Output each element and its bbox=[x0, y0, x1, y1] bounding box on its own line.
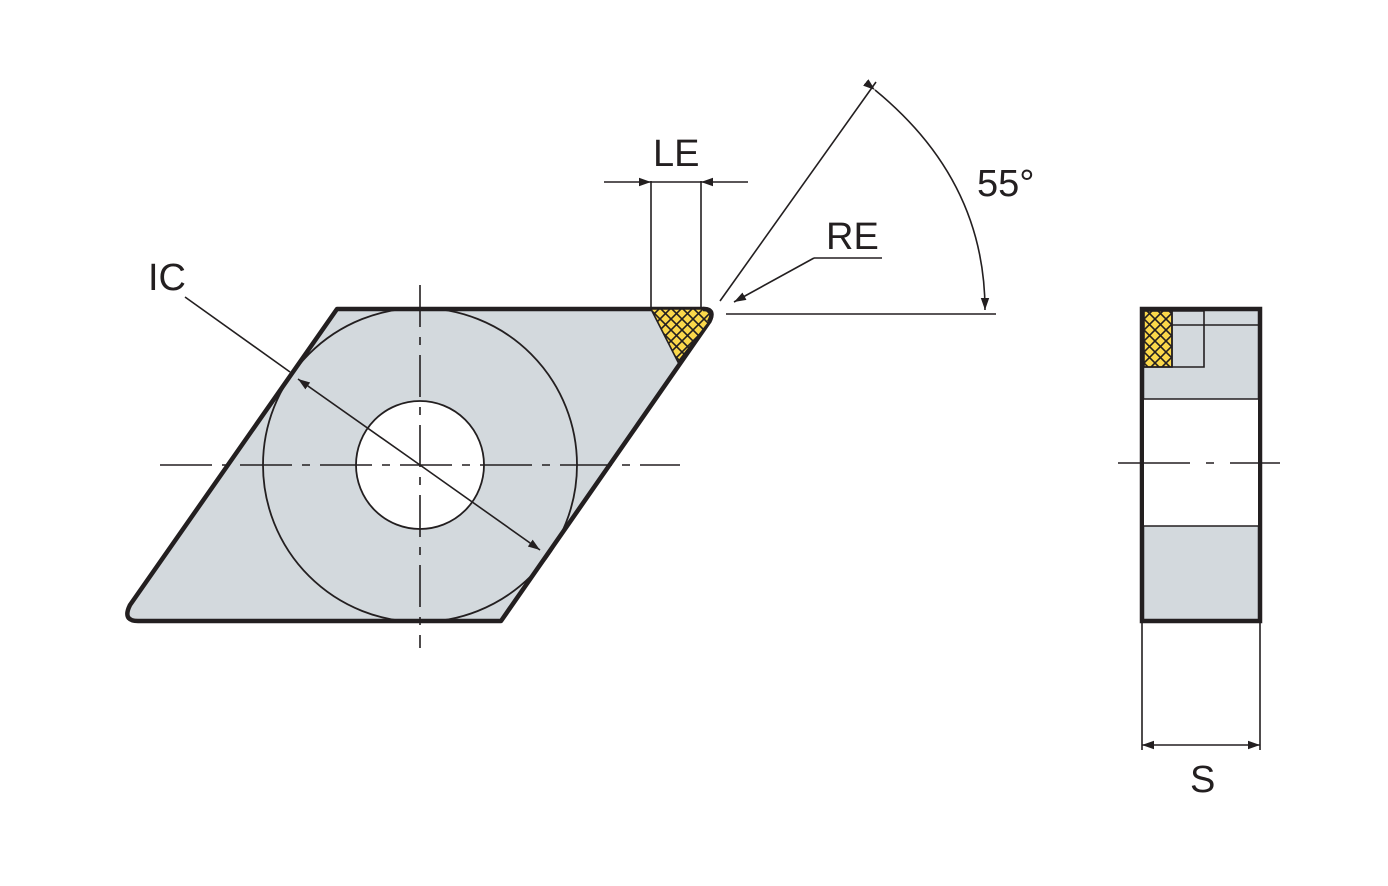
angle-edge-line bbox=[719, 81, 877, 302]
s-label: S bbox=[1190, 759, 1215, 801]
angle-arc bbox=[863, 79, 990, 311]
ic-dimension-arrow-end bbox=[419, 464, 541, 551]
ic-dimension-arrow bbox=[297, 378, 421, 466]
angle-label: 55° bbox=[977, 163, 1034, 205]
insert-side-view: S bbox=[1118, 306, 1280, 801]
ic-label: IC bbox=[148, 257, 186, 299]
re-leader-arrow bbox=[733, 257, 815, 303]
side-tip-hatch bbox=[1143, 310, 1173, 368]
insert-top-view: IC LE RE 55° bbox=[125, 79, 1034, 648]
side-tip-outline bbox=[1144, 310, 1205, 368]
le-label: LE bbox=[653, 133, 699, 175]
re-label: RE bbox=[826, 216, 879, 258]
ic-leader-line bbox=[184, 296, 291, 373]
